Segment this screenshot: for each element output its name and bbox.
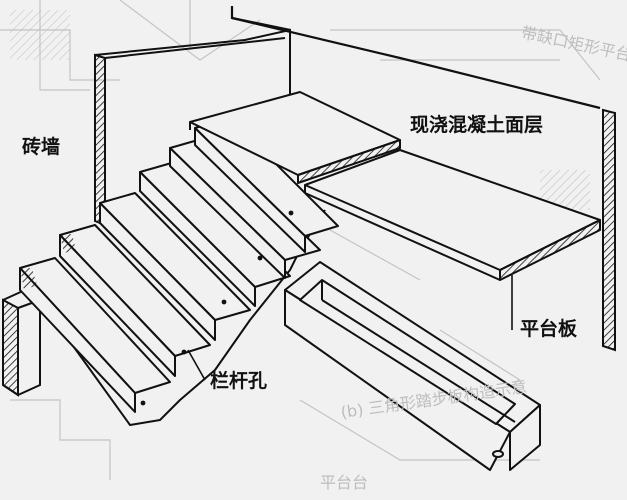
railing-hole-4: [257, 255, 263, 261]
stair-flight: [19, 117, 339, 426]
railing-holes: [140, 210, 294, 406]
landing-slab: [304, 149, 601, 281]
cast-topping-label: 现浇混凝土面层: [410, 114, 544, 136]
leader-lines: [187, 275, 513, 381]
railing-hole-5: [288, 210, 294, 216]
ghost-text-bottom-small: 平台台: [320, 473, 369, 492]
hole-leader: [187, 349, 206, 381]
cast-topping-slab: [189, 91, 401, 184]
railing-hole-2: [181, 349, 187, 355]
brick-wall-right: [602, 108, 616, 352]
railing-hole-label: 栏杆孔: [210, 370, 268, 392]
railing-hole-3: [221, 299, 227, 305]
back-wall: [230, 6, 601, 110]
stair-end-block: [2, 288, 41, 397]
landing-slab-label: 平台板: [520, 318, 578, 340]
trough-beam: [284, 261, 541, 471]
railing-hole-1: [140, 400, 146, 406]
brick-wall-label: 砖墙: [22, 136, 61, 158]
